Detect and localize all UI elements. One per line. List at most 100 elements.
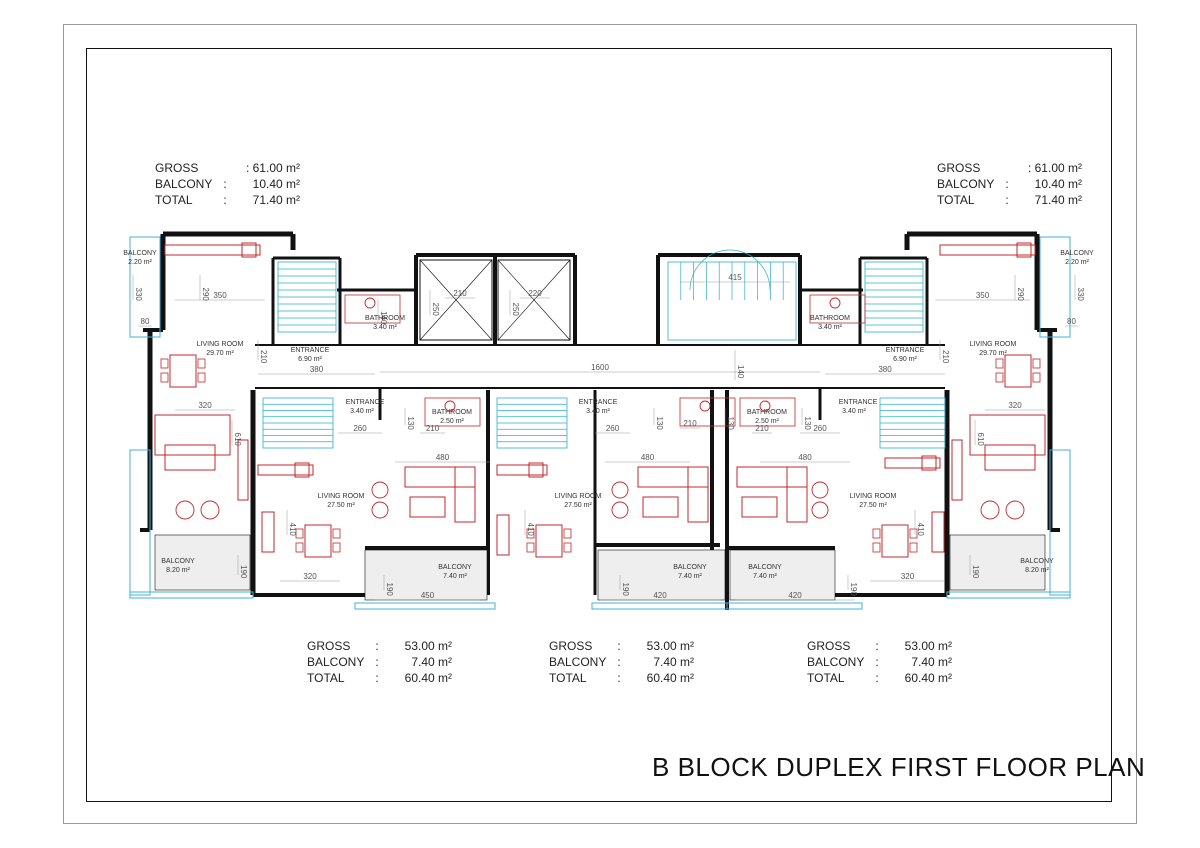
area-colon: :: [375, 655, 379, 669]
dining-unit-1-chair: [295, 542, 304, 553]
area-label: TOTAL: [307, 671, 345, 685]
armchair: [1005, 500, 1025, 520]
dining-unit-2-chair: [526, 542, 535, 553]
dim-220: 220: [528, 289, 542, 298]
dining-unit-3-chair: [909, 542, 918, 553]
kitchen-top-right-counter: [939, 244, 1036, 256]
label-balcony-unit-2: BALCONY: [673, 564, 707, 571]
label-balcony-top-right: BALCONY: [1060, 250, 1094, 257]
stair-turn: [689, 249, 771, 291]
living-unit-2-sofa-side: [687, 466, 709, 523]
area-colon: :: [617, 639, 621, 653]
dim-290-left: 290: [201, 288, 210, 302]
balcony-floor-1: [364, 549, 488, 601]
outer-frame: [63, 24, 1137, 824]
balcony-floor-3: [729, 549, 836, 601]
armchair: [611, 501, 629, 519]
kitchen-top-left-counter: [164, 244, 261, 256]
area-colon: :: [875, 639, 879, 653]
dim-260-3: 260: [813, 424, 827, 433]
label-entrance-unit-2: ENTRANCE: [579, 399, 618, 406]
label-entrance-unit-1: ENTRANCE: [346, 399, 385, 406]
area-label: GROSS: [937, 161, 981, 175]
area-row-total: TOTAL:60.40 m²: [549, 670, 694, 686]
sofa-top-left: [154, 414, 231, 456]
dim-190-left: 190: [239, 565, 248, 579]
area-value: 10.40 m²: [1034, 177, 1082, 191]
area-row-balcony: BALCONY:7.40 m²: [307, 654, 452, 670]
dining-unit-3-chair: [909, 528, 918, 539]
dim-1600: 1600: [591, 363, 609, 372]
dining-top-right-chair: [1032, 372, 1041, 383]
dimension-lines: [132, 275, 1078, 601]
dining-unit-2-chair: [526, 528, 535, 539]
area-label: TOTAL: [807, 671, 845, 685]
label-bathroom-area-unit-3: 2.50 m²: [755, 418, 779, 425]
label-balcony-top-left: BALCONY: [123, 250, 157, 257]
elevator-cross: [497, 259, 571, 341]
stove-unit-2: [496, 514, 510, 556]
dining-unit-1-chair: [332, 542, 341, 553]
dim-260-1: 260: [353, 424, 367, 433]
drawing-frame: [86, 48, 1112, 802]
dim-210-b3: 210: [755, 424, 769, 433]
bathroom-fixtures-1: [344, 294, 401, 324]
area-label: TOTAL: [155, 193, 193, 207]
label-living-room-top-left: LIVING ROOM: [197, 341, 244, 348]
dining-unit-2-chair: [563, 542, 572, 553]
dining-top-left-chair: [197, 358, 206, 369]
label-balcony-right: BALCONY: [1020, 558, 1054, 565]
dining-top-right-table: [1004, 354, 1032, 388]
sofa-top-right: [969, 414, 1046, 456]
balcony-glazing: [129, 236, 1071, 610]
area-colon: :: [617, 655, 621, 669]
living-unit-3-coffee-table: [741, 496, 778, 518]
dim-330-right: 330: [1076, 288, 1085, 302]
label-bathroom-area-unit-1: 2.50 m²: [440, 418, 464, 425]
living-unit-1-sofa: [404, 466, 476, 488]
dim-80-right: 80: [1067, 317, 1076, 326]
area-row-total: TOTAL:60.40 m²: [807, 670, 952, 686]
label-balcony-left: BALCONY: [161, 558, 195, 565]
washbasin: [759, 400, 771, 412]
dim-320-top-left: 320: [198, 401, 212, 410]
dim-610-left: 610: [233, 433, 242, 447]
armchair: [371, 481, 389, 499]
label-balcony-unit-3: BALCONY: [748, 564, 782, 571]
balcony-floor-left: [154, 534, 251, 591]
living-unit-3-sofa: [736, 466, 808, 488]
dim-130-2: 130: [655, 417, 664, 431]
balcony-glazing-left: [129, 449, 151, 596]
area-value: 7.40 m²: [411, 655, 452, 669]
area-value: 53.00 m²: [646, 639, 694, 653]
dim-410-1: 410: [288, 523, 297, 537]
label-entrance-area-top-left: 6.90 m²: [298, 356, 322, 363]
furniture: [154, 242, 1046, 558]
dim-260-2: 260: [606, 424, 620, 433]
dining-unit-2-table: [535, 524, 563, 558]
label-entrance-top-left: ENTRANCE: [291, 347, 330, 354]
area-label: GROSS: [549, 639, 593, 653]
armchair: [811, 501, 829, 519]
label-entrance-area-top-right: 6.90 m²: [893, 356, 917, 363]
area-value: 7.40 m²: [653, 655, 694, 669]
area-colon: :: [375, 671, 379, 685]
dim-420-b: 420: [788, 591, 802, 600]
tv-unit-top-right: [951, 439, 963, 501]
dim-415: 415: [728, 273, 742, 282]
area-label: TOTAL: [549, 671, 587, 685]
dim-320-1: 320: [303, 572, 317, 581]
balcony-rail-bottom-3: [726, 602, 863, 610]
dining-top-left-chair: [160, 358, 169, 369]
area-value: 7.40 m²: [911, 655, 952, 669]
dining-top-right-chair: [1032, 358, 1041, 369]
area-colon: :: [223, 177, 227, 191]
kitchen-unit-1-counter: [257, 464, 314, 476]
area-colon: :: [875, 655, 879, 669]
dim-250-b: 250: [511, 303, 520, 317]
balcony-floor-right: [949, 534, 1046, 591]
stove-unit-1: [261, 511, 275, 553]
dim-350-left: 350: [213, 291, 227, 300]
area-colon: :: [617, 671, 621, 685]
dining-top-left-chair: [160, 372, 169, 383]
